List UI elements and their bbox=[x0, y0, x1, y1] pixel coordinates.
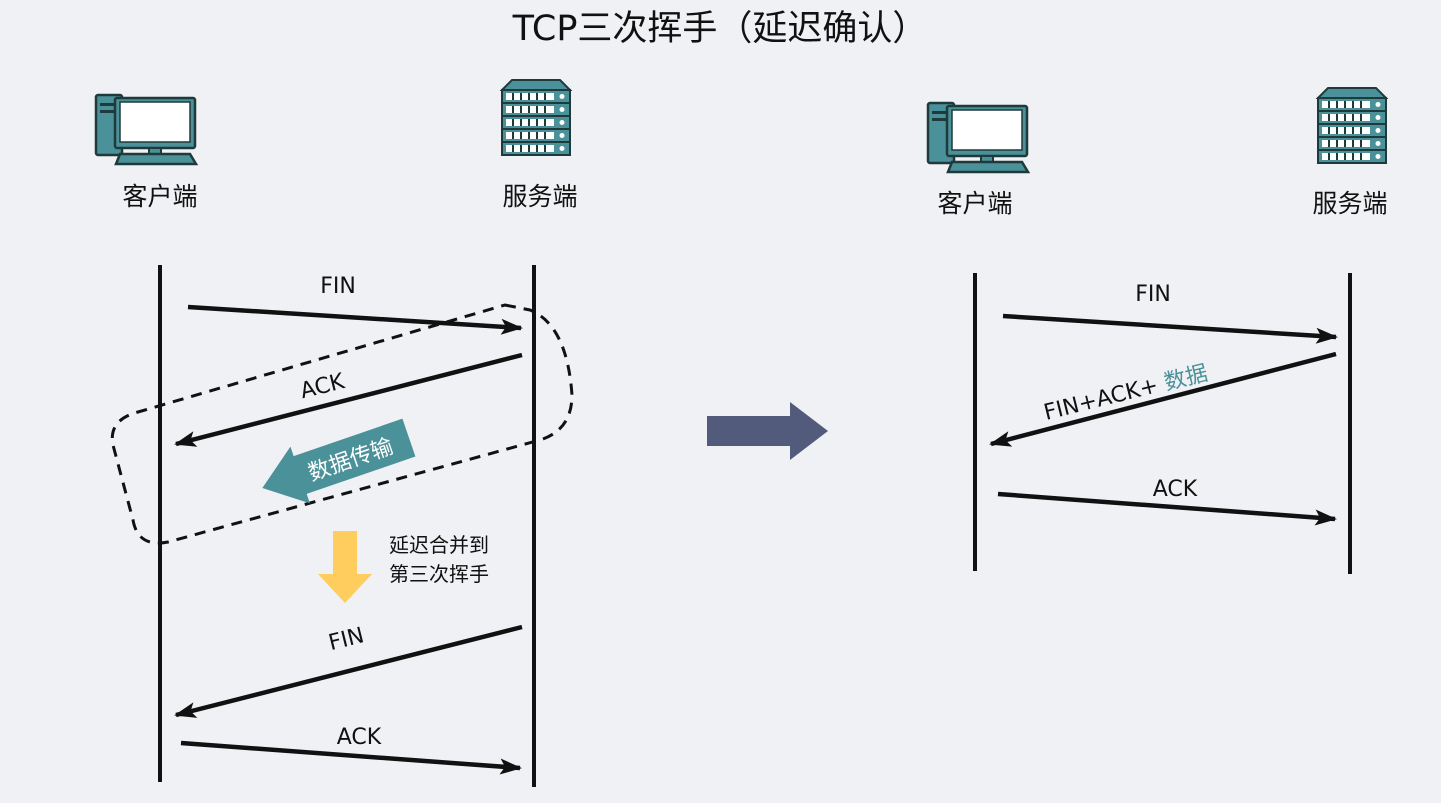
right-server-label: 服务端 bbox=[1312, 189, 1387, 218]
left-ack-label-1: ACK bbox=[298, 369, 348, 404]
left-diagram: 客户端 服务端 FIN ACK 数据传输 延迟合并到 第三次挥手 FIN ACK bbox=[94, 79, 578, 787]
left-fin-arrow-1 bbox=[187, 304, 523, 335]
merge-down-arrow bbox=[318, 531, 372, 603]
right-fin-arrow bbox=[1002, 313, 1338, 344]
merge-note-line-2: 第三次挥手 bbox=[389, 562, 489, 586]
client-computer-icon bbox=[94, 93, 198, 166]
left-fin-arrow-2 bbox=[174, 624, 523, 718]
server-rack-icon bbox=[1317, 87, 1387, 164]
left-ack-arrow-2 bbox=[180, 740, 522, 775]
transition-arrow bbox=[707, 402, 828, 460]
right-finack-label-prefix: FIN+ACK+ bbox=[1041, 372, 1167, 426]
left-fin-label-2: FIN bbox=[326, 623, 367, 656]
merge-note-line-1: 延迟合并到 bbox=[389, 533, 489, 557]
left-server-label: 服务端 bbox=[502, 182, 577, 211]
left-ack-label-2: ACK bbox=[337, 725, 382, 750]
right-ack-arrow bbox=[997, 491, 1337, 526]
right-client-label: 客户端 bbox=[937, 189, 1012, 218]
left-fin-label-1: FIN bbox=[320, 274, 356, 299]
right-finack-arrow bbox=[989, 351, 1337, 447]
right-fin-label: FIN bbox=[1135, 282, 1171, 307]
data-transfer-arrow bbox=[262, 418, 416, 504]
left-ack-arrow-1 bbox=[174, 352, 523, 447]
dashed-highlight-box bbox=[110, 303, 574, 545]
page-title: TCP三次挥手（延迟确认） bbox=[512, 9, 928, 49]
server-rack-icon bbox=[501, 79, 571, 156]
client-computer-icon bbox=[926, 101, 1030, 174]
right-diagram: 客户端 服务端 FIN FIN+ACK+ 数据 ACK bbox=[926, 87, 1388, 574]
right-ack-label: ACK bbox=[1153, 477, 1198, 502]
left-client-label: 客户端 bbox=[122, 182, 197, 211]
